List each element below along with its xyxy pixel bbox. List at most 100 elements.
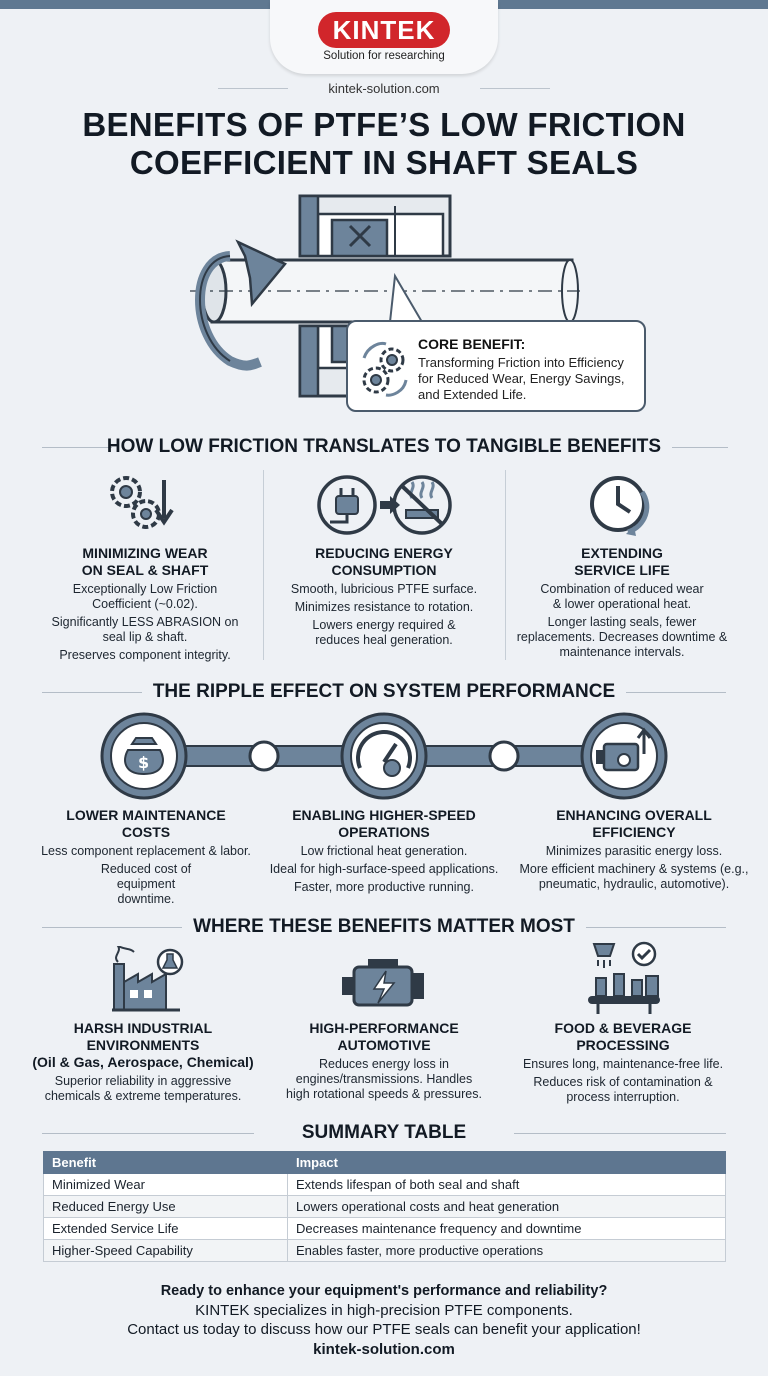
column-title: MINIMIZING WEAR ON SEAL & SHAFT	[42, 545, 248, 579]
column-title-line: MINIMIZING WEAR	[82, 545, 208, 561]
column-text: Ideal for high-surface-speed application…	[269, 862, 499, 876]
table-header-row: Benefit Impact	[43, 1151, 726, 1174]
clock-cycle-icon	[590, 476, 650, 536]
column-text: Less component replacement & labor.	[41, 844, 251, 858]
application-column-industrial: HARSH INDUSTRIAL ENVIRONMENTS (Oil & Gas…	[28, 1020, 258, 1104]
column-text: Longer lasting seals, fewer replacements…	[516, 615, 728, 659]
conveyor-bottles-icon	[588, 941, 660, 1014]
application-column-automotive: HIGH-PERFORMANCE AUTOMOTIVE Reduces ener…	[276, 1020, 492, 1102]
summary-table: Benefit Impact Minimized Wear Extends li…	[43, 1151, 726, 1262]
logo-tagline: Solution for researching	[323, 50, 445, 62]
column-text: Reduces energy loss in engines/transmiss…	[286, 1057, 482, 1101]
application-column-food: FOOD & BEVERAGE PROCESSING Ensures long,…	[510, 1020, 736, 1105]
column-title-line: (Oil & Gas, Aerospace, Chemical)	[32, 1054, 254, 1070]
plug-no-heat-icon	[317, 475, 452, 535]
benefit-column-energy: REDUCING ENERGY CONSUMPTION Smooth, lubr…	[276, 545, 492, 648]
column-text: Faster, more productive running.	[294, 880, 474, 894]
column-text: Smooth, lubricious PTFE surface.	[290, 582, 478, 596]
column-title: HARSH INDUSTRIAL ENVIRONMENTS (Oil & Gas…	[28, 1020, 258, 1071]
factory-icon	[112, 946, 184, 1012]
column-text: Combination of reduced wear & lower oper…	[540, 582, 704, 611]
kintek-logo[interactable]: KINTEK	[318, 12, 450, 48]
table-cell: Extended Service Life	[43, 1217, 288, 1240]
column-title-line: ENVIRONMENTS	[86, 1037, 200, 1053]
core-benefit-callout: CORE BENEFIT: Transforming Friction into…	[346, 320, 646, 412]
column-title: EXTENDING SERVICE LIFE	[516, 545, 728, 579]
column-title-line: EFFICIENCY	[592, 824, 676, 840]
benefit-column-service-life: EXTENDING SERVICE LIFE Combination of re…	[516, 545, 728, 660]
ripple-column-speed: ENABLING HIGHER-SPEED OPERATIONS Low fri…	[264, 807, 504, 895]
column-title: LOWER MAINTENANCE COSTS	[28, 807, 264, 841]
ripple-chain-graphic: $	[100, 712, 668, 800]
column-title-line: LOWER MAINTENANCE	[66, 807, 226, 823]
column-title-line: HARSH INDUSTRIAL	[73, 1020, 213, 1036]
table-cell: Reduced Energy Use	[43, 1195, 288, 1218]
cta-headline: Ready to enhance your equipment's perfor…	[160, 1283, 608, 1299]
column-title: FOOD & BEVERAGE PROCESSING	[510, 1020, 736, 1054]
section3-title: WHERE THESE BENEFITS MATTER MOST	[193, 916, 575, 937]
table-cell: Extends lifespan of both seal and shaft	[287, 1173, 726, 1196]
column-title-line: AUTOMOTIVE	[337, 1037, 431, 1053]
table-cell: Lowers operational costs and heat genera…	[287, 1195, 726, 1218]
engine-bolt-icon	[342, 959, 424, 1007]
column-divider	[263, 470, 264, 660]
summary-title: SUMMARY TABLE	[301, 1122, 467, 1143]
column-text: Ensures long, maintenance-free life.	[522, 1057, 724, 1071]
website-bottom[interactable]: kintek-solution.com	[313, 1341, 455, 1358]
benefit-column-wear: MINIMIZING WEAR ON SEAL & SHAFT Exceptio…	[42, 545, 248, 663]
section2-title: THE RIPPLE EFFECT ON SYSTEM PERFORMANCE	[152, 681, 616, 702]
core-benefit-text: Transforming Friction into Efficiency fo…	[418, 355, 640, 403]
cta-line-2: Contact us today to discuss how our PTFE…	[127, 1321, 641, 1338]
column-title-line: CONSUMPTION	[331, 562, 437, 578]
table-cell: Minimized Wear	[43, 1173, 288, 1196]
column-title-line: REDUCING ENERGY	[315, 545, 453, 561]
table-cell: Decreases maintenance frequency and down…	[287, 1217, 726, 1240]
core-benefit-line: for Reduced Wear, Energy Savings,	[418, 371, 625, 386]
column-text: Reduced cost of equipment downtime.	[100, 862, 192, 906]
section1-divider-right	[672, 447, 728, 448]
column-text: Significantly LESS ABRASION on seal lip …	[51, 615, 239, 644]
column-divider	[505, 470, 506, 660]
summary-divider-left	[42, 1133, 254, 1134]
section3-divider-right	[586, 927, 726, 928]
core-benefit-line: and Extended Life.	[418, 387, 527, 402]
table-row: Higher-Speed Capability Enables faster, …	[43, 1239, 726, 1262]
column-text: Exceptionally Low Friction Coefficient (…	[72, 582, 218, 611]
table-row: Extended Service Life Decreases maintena…	[43, 1217, 726, 1240]
table-header-benefit: Benefit	[43, 1151, 288, 1174]
column-text: Lowers energy required & reduces heal ge…	[312, 618, 456, 647]
column-text: Superior reliability in aggressive chemi…	[44, 1074, 242, 1103]
column-title: HIGH-PERFORMANCE AUTOMOTIVE	[276, 1020, 492, 1054]
column-title-line: FOOD & BEVERAGE	[554, 1020, 692, 1036]
column-title: ENHANCING OVERALL EFFICIENCY	[512, 807, 756, 841]
table-cell: Enables faster, more productive operatio…	[287, 1239, 726, 1262]
ripple-column-efficiency: ENHANCING OVERALL EFFICIENCY Minimizes p…	[512, 807, 756, 892]
table-row: Reduced Energy Use Lowers operational co…	[43, 1195, 726, 1218]
title-line-2: COEFFICIENT IN SHAFT SEALS	[129, 144, 639, 181]
section1-title: HOW LOW FRICTION TRANSLATES TO TANGIBLE …	[106, 436, 662, 457]
website-divider-right	[480, 88, 550, 89]
column-title-line: ENHANCING OVERALL	[556, 807, 712, 823]
column-title-line: EXTENDING	[581, 545, 663, 561]
svg-text:$: $	[138, 753, 149, 772]
table-row: Minimized Wear Extends lifespan of both …	[43, 1173, 726, 1196]
page-title: BENEFITS OF PTFE’S LOW FRICTION COEFFICI…	[20, 106, 748, 182]
core-benefit-line: Transforming Friction into Efficiency	[418, 355, 624, 370]
gears-cycle-icon	[362, 342, 408, 397]
column-text: Low frictional heat generation.	[300, 844, 468, 858]
section2-divider-left	[42, 692, 142, 693]
column-text: Minimizes parasitic energy loss.	[545, 844, 723, 858]
column-title-line: COSTS	[121, 824, 171, 840]
website-top[interactable]: kintek-solution.com	[328, 81, 440, 96]
column-title-line: SERVICE LIFE	[574, 562, 670, 578]
cta-line-1: KINTEK specializes in high-precision PTF…	[195, 1302, 573, 1319]
title-line-1: BENEFITS OF PTFE’S LOW FRICTION	[82, 106, 686, 143]
column-title-line: ENABLING HIGHER-SPEED	[292, 807, 476, 823]
column-title: ENABLING HIGHER-SPEED OPERATIONS	[264, 807, 504, 841]
table-cell: Higher-Speed Capability	[43, 1239, 288, 1262]
ripple-column-maintenance: LOWER MAINTENANCE COSTS Less component r…	[28, 807, 264, 907]
column-title-line: HIGH-PERFORMANCE	[309, 1020, 459, 1036]
gears-down-arrow-icon	[110, 476, 174, 529]
column-text: Minimizes resistance to rotation.	[294, 600, 474, 614]
column-text: Preserves component integrity.	[59, 648, 231, 662]
